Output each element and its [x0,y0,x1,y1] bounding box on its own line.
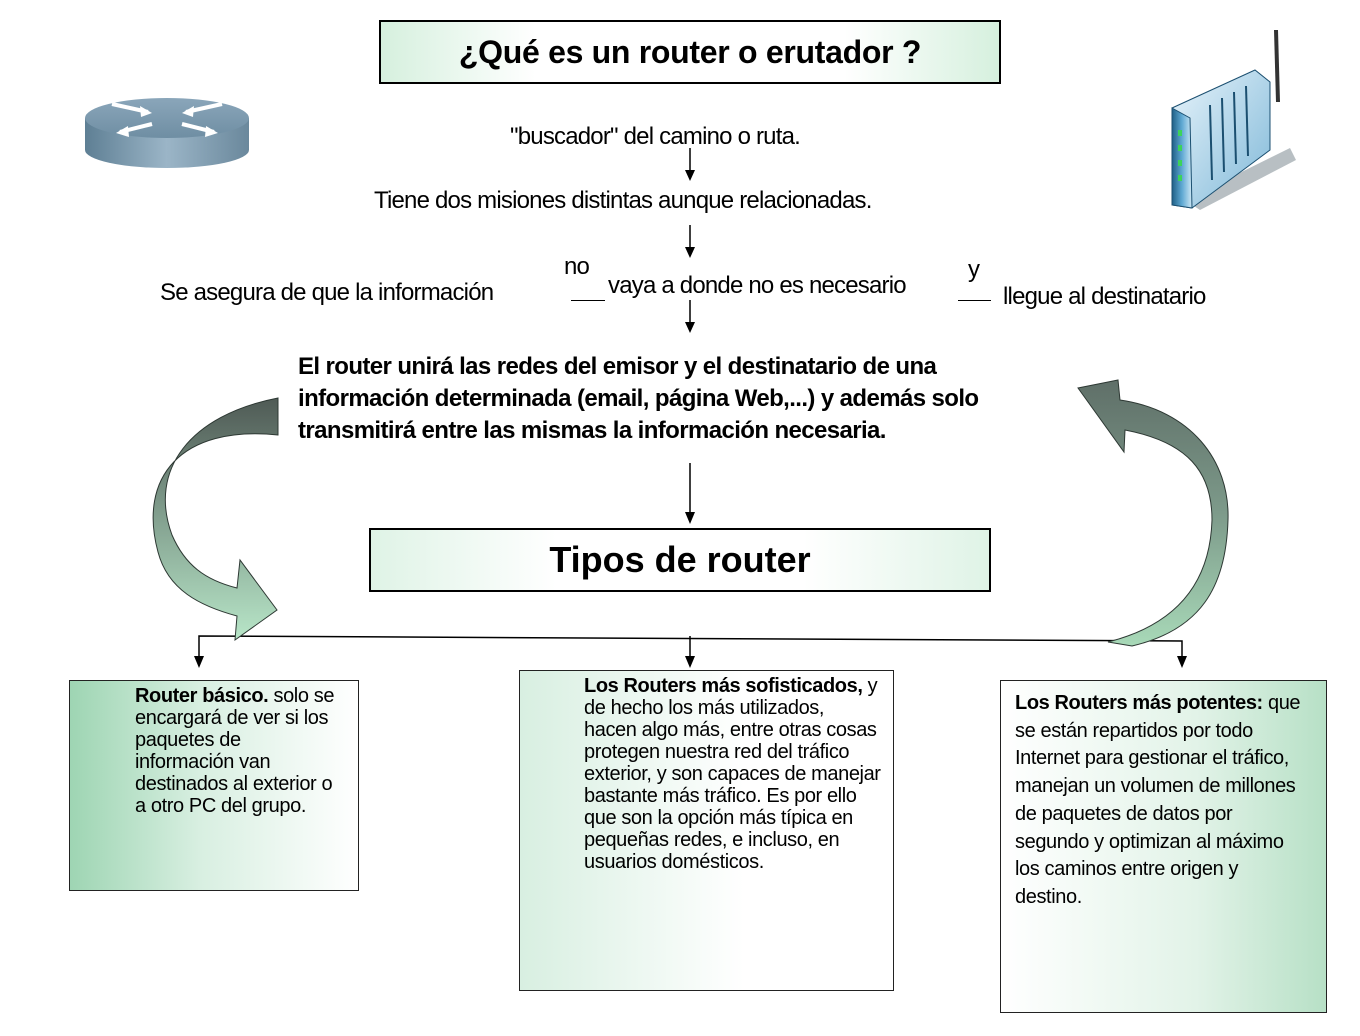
mission-y-label: y [968,256,980,283]
main-title: ¿Qué es un router o erutador ? [458,33,922,70]
wireless-router-icon [1171,29,1296,210]
type-card-basic-body: solo se encargará de ver si los paquetes… [135,685,335,817]
type-card-sophisticated: Los Routers más sofisticados, y de hecho… [519,670,894,991]
type-card-basic-heading: Router básico. [135,685,269,707]
router-symbol-icon [85,98,249,168]
line-missions: Tiene dos misiones distintas aunque rela… [374,187,872,214]
type-card-powerful: Los Routers más potentes: que se están r… [1000,680,1327,1013]
line-buscador: "buscador" del camino o ruta. [510,123,801,150]
type-card-basic: Router básico. solo se encargará de ver … [69,680,359,891]
branch-connector [194,635,1187,668]
type-card-powerful-heading: Los Routers más potentes: [1015,692,1263,714]
type-card-sophisticated-heading: Los Routers más sofisticados, [584,675,863,697]
main-title-box: ¿Qué es un router o erutador ? [379,20,1001,84]
type-card-sophisticated-body: y de hecho los más utilizados, hacen alg… [584,675,881,873]
mission-left-text: Se asegura de que la información [160,279,494,306]
types-title: Tipos de router [549,539,811,580]
type-card-powerful-text: Los Routers más potentes: que se están r… [1015,690,1310,912]
blank-line-y [958,300,991,301]
type-card-basic-text: Router básico. solo se encargará de ver … [135,685,340,817]
type-card-powerful-body: que se están repartidos por todo Interne… [1015,692,1301,908]
blank-line-no [571,300,605,301]
summary-text: El router unirá las redes del emisor y e… [298,353,979,444]
types-title-box: Tipos de router [369,528,991,592]
type-card-sophisticated-text: Los Routers más sofisticados, y de hecho… [584,675,881,873]
mission-no-label: no [564,253,590,280]
flow-arrows [685,148,695,524]
mission-right-text: llegue al destinatario [1003,283,1206,310]
left-curved-arrow [152,397,279,642]
mission-middle-text: vaya a donde no es necesario [608,272,907,299]
right-curved-arrow [1077,379,1229,647]
summary-block: El router unirá las redes del emisor y e… [298,351,1058,447]
